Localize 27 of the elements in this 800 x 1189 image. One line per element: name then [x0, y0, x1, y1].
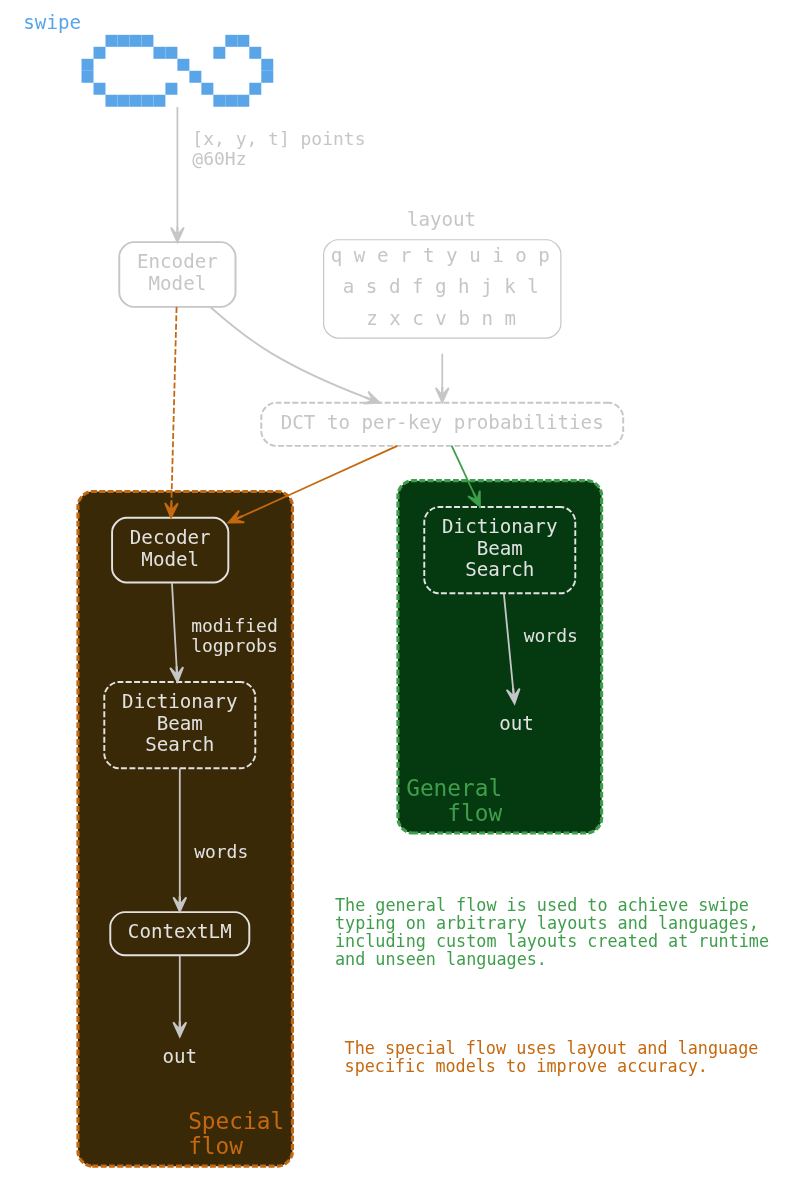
- arrow: [502, 592, 521, 705]
- arrow: [164, 306, 179, 519]
- arrow: [450, 445, 481, 508]
- arrow: [227, 445, 399, 524]
- edge-label: [x, y, t] points @60Hz: [192, 128, 366, 170]
- edge-label: words: [194, 840, 249, 862]
- edge-label: words: [523, 625, 578, 647]
- arrow: [169, 581, 184, 683]
- arrow: [172, 767, 188, 913]
- node-label: swipe: [23, 10, 81, 34]
- arrow: [172, 954, 188, 1038]
- node-text: out: [162, 1044, 198, 1068]
- label: The special flow uses layout and language specific models to improve accuracy.: [344, 1037, 759, 1076]
- edge-label: modified logprobs: [191, 614, 278, 657]
- node-label: layout: [406, 208, 477, 232]
- arrow: [434, 352, 450, 404]
- node-box: Encoder Model: [118, 241, 237, 308]
- arrow: [209, 306, 381, 405]
- node-box: ContextLM: [109, 911, 251, 957]
- node-box: Decoder Model: [111, 516, 230, 584]
- node-box: Dictionary Beam Search: [103, 681, 257, 770]
- arrow: [170, 106, 185, 243]
- node-text: out: [499, 711, 534, 735]
- label: The general flow is used to achieve swipe typing on arbitrary layouts and languages, including custom layouts created at runtime and unseen languages.: [334, 895, 770, 970]
- node-box: Dictionary Beam Search: [423, 506, 577, 595]
- node-box: DCT to per-key probabilities: [260, 401, 625, 447]
- node-box: q w e r t y u i o p a s d f g h j k l z x c v b n m: [323, 239, 562, 339]
